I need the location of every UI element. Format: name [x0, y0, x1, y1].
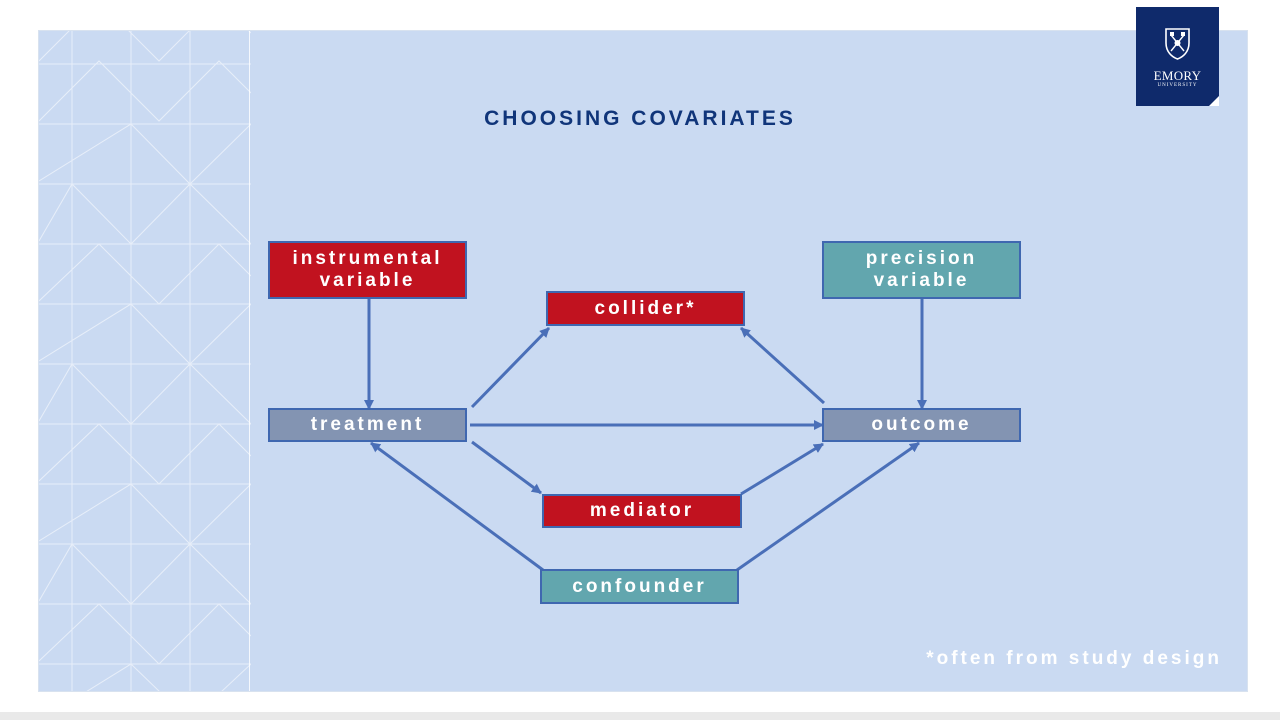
- window-bottom-bar: [0, 712, 1280, 720]
- node-outcome: outcome: [822, 408, 1021, 442]
- arrow-outcome-to-collider: [739, 326, 826, 405]
- arrow-mediator-to-outcome: [740, 442, 824, 496]
- logo-corner-fold: [1209, 96, 1219, 106]
- node-precision-line2: variable: [873, 270, 970, 291]
- node-instrumental-line2: variable: [319, 270, 416, 291]
- node-instrumental-variable: instrumental variable: [268, 241, 467, 299]
- emory-logo: EMORY UNIVERSITY: [1136, 7, 1219, 106]
- node-confounder: confounder: [540, 569, 739, 604]
- node-precision-line1: precision: [865, 248, 978, 269]
- node-instrumental-line1: instrumental: [292, 248, 443, 269]
- arrow-treatment-to-collider: [470, 326, 551, 409]
- footnote: *often from study design: [926, 648, 1222, 669]
- node-treatment: treatment: [268, 408, 467, 442]
- arrow-confounder-to-outcome: [736, 441, 920, 572]
- node-precision-variable: precision variable: [822, 241, 1021, 299]
- arrow-treatment-to-mediator: [471, 440, 542, 495]
- slide-title: CHOOSING COVARIATES: [484, 107, 796, 130]
- node-collider: collider*: [546, 291, 745, 326]
- node-mediator: mediator: [542, 494, 742, 528]
- logo-name: EMORY: [1153, 68, 1202, 83]
- pattern-divider: [249, 31, 250, 691]
- arrow-confounder-to-treatment: [370, 441, 544, 572]
- logo-subtitle: UNIVERSITY: [1157, 83, 1198, 88]
- geometric-pattern-panel: [39, 31, 251, 691]
- shield-crest-icon: [1165, 28, 1190, 60]
